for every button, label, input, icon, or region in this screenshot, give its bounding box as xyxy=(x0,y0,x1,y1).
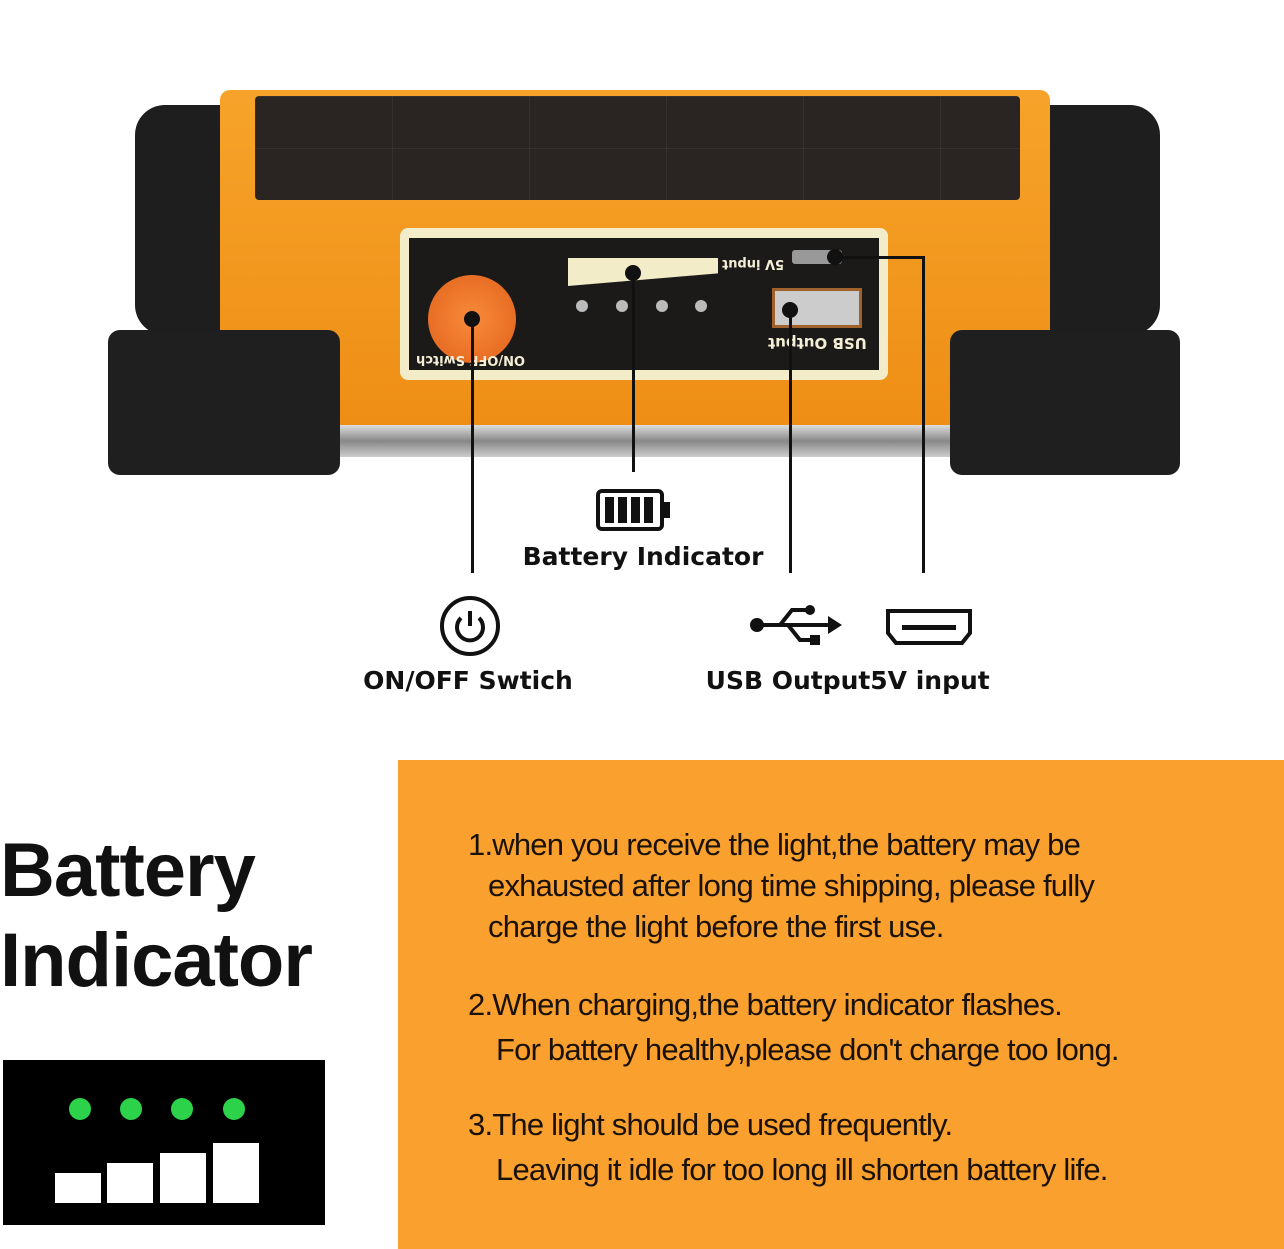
usb-output-label: USB Output xyxy=(705,666,871,695)
panel-led xyxy=(656,300,668,312)
section-title-line1: Battery xyxy=(0,828,256,913)
level-bar xyxy=(55,1173,101,1203)
callout-line-switch xyxy=(471,318,474,573)
battery-icon xyxy=(596,489,670,531)
note-line: 3.The light should be used frequently. xyxy=(468,1107,953,1142)
level-bar xyxy=(160,1153,206,1203)
callout-line-battery xyxy=(632,272,635,472)
right-foot xyxy=(950,330,1180,475)
note-line: charge the light before the first use. xyxy=(488,909,944,944)
panel-led xyxy=(616,300,628,312)
solar-panel xyxy=(255,96,1020,200)
panel-led xyxy=(576,300,588,312)
callout-line-input-v xyxy=(922,256,925,573)
panel-usb-label: USB Output xyxy=(768,334,867,352)
instructions-panel: 1.when you receive the light,the battery… xyxy=(398,760,1284,1249)
level-bar xyxy=(107,1163,153,1203)
usb-icon xyxy=(750,605,842,645)
section-title-line2: Indicator xyxy=(0,918,313,1003)
on-off-switch-label: ON/OFF Swtich xyxy=(363,666,573,695)
level-bar xyxy=(213,1143,259,1203)
power-icon xyxy=(440,596,500,656)
note-line: 1.when you receive the light,the battery… xyxy=(468,827,1081,862)
micro-usb-icon xyxy=(886,609,972,645)
green-led xyxy=(223,1098,245,1120)
green-led xyxy=(120,1098,142,1120)
left-foot xyxy=(108,330,340,475)
metal-strip xyxy=(340,425,950,457)
right-handle xyxy=(1040,105,1160,335)
green-led xyxy=(171,1098,193,1120)
panel-led xyxy=(695,300,707,312)
note-line: Leaving it idle for too long ill shorten… xyxy=(496,1152,1108,1187)
callout-line-input-h xyxy=(835,256,925,259)
note-3: 3.The light should be used frequently. L… xyxy=(468,1102,1108,1192)
note-1: 1.when you receive the light,the battery… xyxy=(468,824,1095,947)
device-illustration: ON/OFF Switch 5V input USB Output xyxy=(0,0,1284,480)
note-line: exhausted after long time shipping, plea… xyxy=(488,868,1095,903)
callout-line-usb xyxy=(789,310,792,573)
note-2: 2.When charging,the battery indicator fl… xyxy=(468,982,1120,1072)
5v-input-label: 5V input xyxy=(870,666,990,695)
panel-input-label: 5V input xyxy=(722,256,785,271)
battery-indicator-diagram xyxy=(3,1060,325,1225)
battery-indicator-label: Battery Indicator xyxy=(522,542,764,571)
green-led xyxy=(69,1098,91,1120)
note-line: For battery healthy,please don't charge … xyxy=(496,1032,1120,1067)
note-line: 2.When charging,the battery indicator fl… xyxy=(468,987,1063,1022)
